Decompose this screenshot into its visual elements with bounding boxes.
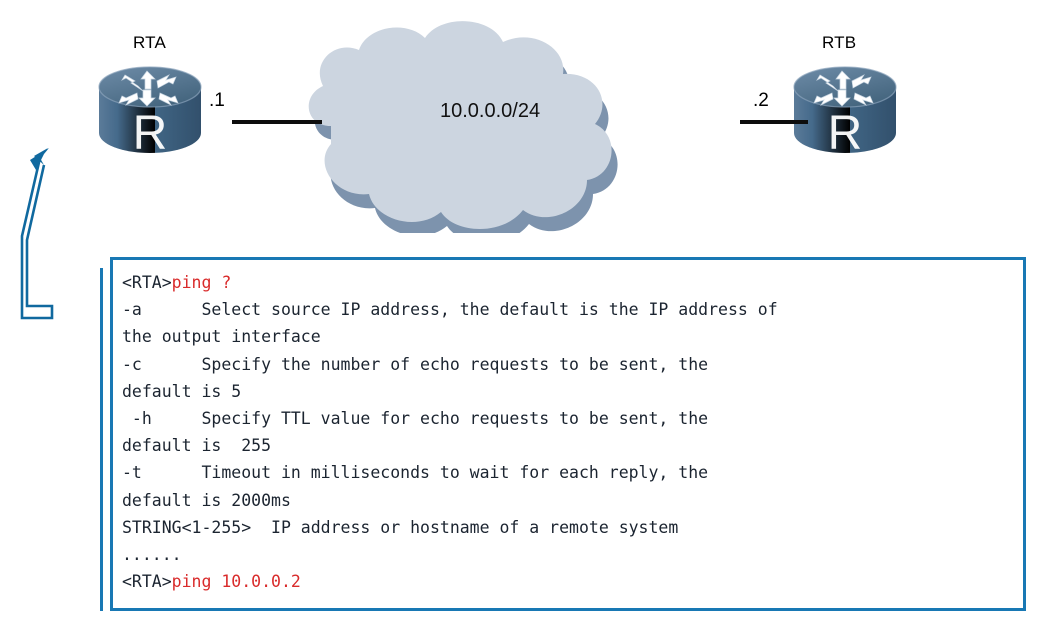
link-rta-to-cloud [232,120,322,124]
link-cloud-to-rtb [740,120,808,124]
terminal-command: ping 10.0.0.2 [171,572,301,592]
interface-label-rtb: .2 [753,90,769,111]
terminal-output-box: <RTA>ping ? -a Select source IP address,… [110,257,1026,611]
router-icon-rtb[interactable]: R [790,57,900,162]
terminal-line: -h Specify TTL value for echo requests t… [122,409,709,429]
terminal-line: STRING<1-255> IP address or hostname of … [122,517,679,537]
callout-tail-rule [100,268,103,611]
svg-text:R: R [133,107,168,160]
cloud-shape [308,21,618,243]
terminal-prompt: <RTA> [122,572,172,592]
cloud-network-label: 10.0.0.0/24 [440,100,541,122]
callout-arrow-shape [20,148,54,320]
terminal-line: default is 2000ms [122,490,291,510]
router-icon: R [98,66,202,160]
interface-label-rta: .1 [209,90,225,111]
svg-text:R: R [828,107,863,160]
terminal-command: ping ? [171,273,232,292]
terminal-line: <RTA>ping 10.0.0.2 [122,568,1013,595]
terminal-prompt: <RTA> [122,273,172,292]
terminal-line: <RTA>ping ? [122,269,1013,296]
terminal-line: -a Select source IP address, the default… [122,300,778,320]
network-topology-diagram: RTA RTB [0,0,1055,250]
terminal-line: the output interface [122,327,321,347]
router-icon: R [793,66,897,160]
terminal-line: -t Timeout in milliseconds to wait for e… [122,463,709,483]
device-label-rtb: RTB [822,33,857,52]
router-icon-rta[interactable]: R [95,57,205,162]
callout-arrow-icon [0,140,140,340]
device-label-rta: RTA [133,33,167,52]
terminal-line: default is 255 [122,436,272,456]
terminal-output-text: <RTA>ping ? -a Select source IP address,… [113,260,1023,595]
terminal-line-ellipsis: ...... [122,545,182,565]
cloud-icon [295,18,635,243]
terminal-line: -c Specify the number of echo requests t… [122,354,709,374]
terminal-line: default is 5 [122,381,242,401]
